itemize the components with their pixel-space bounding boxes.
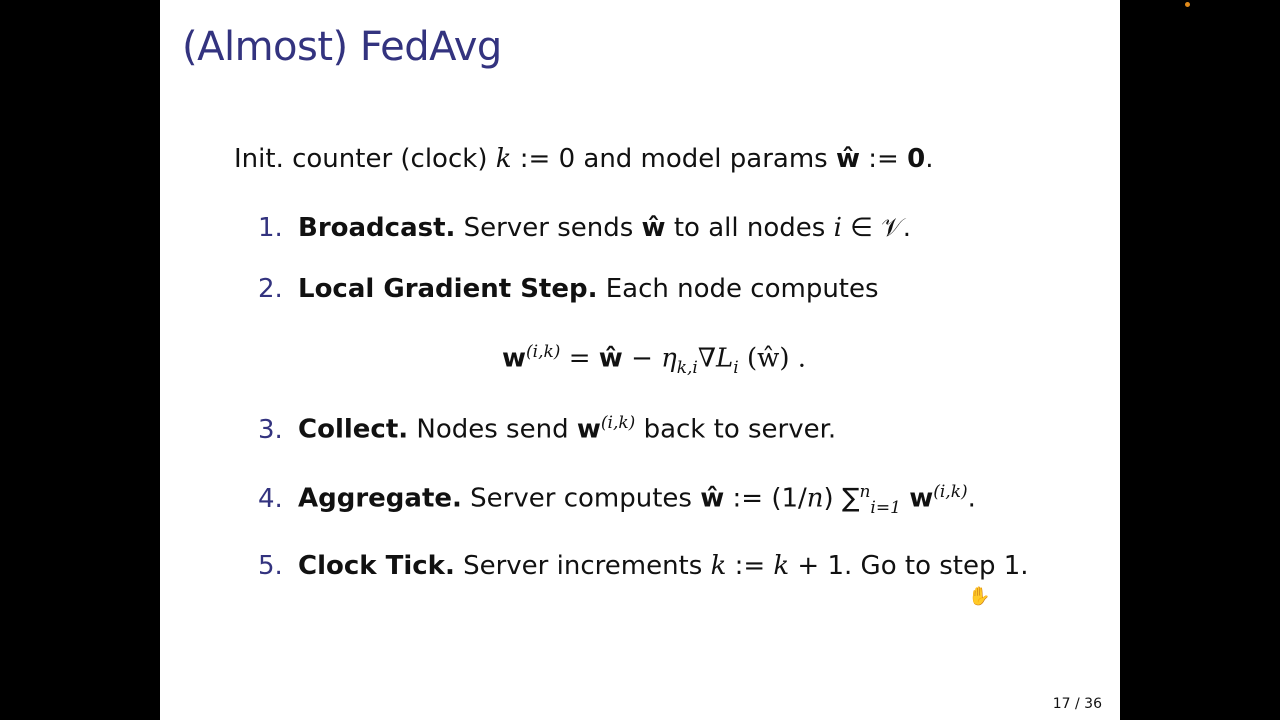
step-5: 5.Clock Tick. Server increments k := k +… bbox=[258, 551, 1029, 581]
step-3: 3.Collect. Nodes send w(i,k) back to ser… bbox=[258, 413, 837, 445]
step-1: 1.Broadcast. Server sends ŵ to all nodes… bbox=[258, 213, 911, 243]
step-4: 4.Aggregate. Server computes ŵ := (1/n) … bbox=[258, 482, 976, 518]
slide: (Almost) FedAvg Init. counter (clock) k … bbox=[160, 0, 1120, 720]
pointer-dot-icon bbox=[1185, 2, 1190, 7]
hand-cursor-icon: ✋ bbox=[968, 586, 991, 607]
page-number: 17 / 36 bbox=[1052, 696, 1102, 712]
slide-title: (Almost) FedAvg bbox=[182, 24, 502, 70]
update-equation: w(i,k) = ŵ − ηk,i∇Li (ŵ) . bbox=[502, 342, 807, 378]
intro-line: Init. counter (clock) k := 0 and model p… bbox=[234, 144, 934, 174]
step-2: 2.Local Gradient Step. Each node compute… bbox=[258, 274, 879, 304]
